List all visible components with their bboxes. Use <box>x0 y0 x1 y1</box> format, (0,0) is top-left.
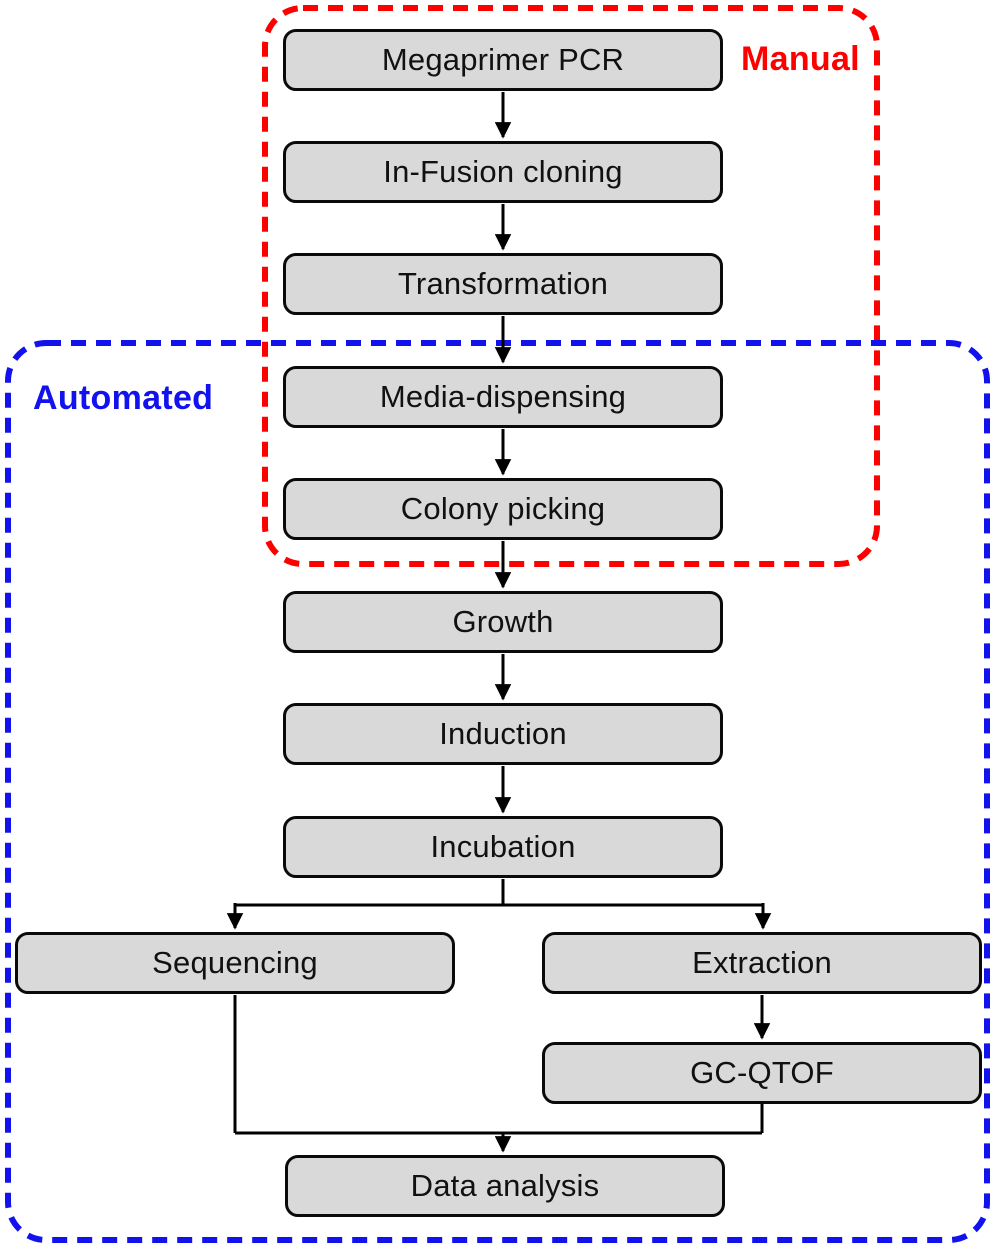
flow-arrows <box>226 92 772 1153</box>
node-label-induction: Induction <box>439 716 567 751</box>
node-sequencing: Sequencing <box>15 932 455 994</box>
node-label-media-dispensing: Media-dispensing <box>379 379 627 414</box>
node-label-data-analysis: Data analysis <box>410 1168 600 1203</box>
node-label-sequencing: Sequencing <box>152 945 318 980</box>
node-label-growth: Growth <box>452 604 554 639</box>
node-label-extraction: Extraction <box>692 945 832 980</box>
node-media-dispensing: Media-dispensing <box>283 366 723 428</box>
edge-incubation-split <box>235 879 763 907</box>
manual-region-label: Manual <box>741 40 860 78</box>
node-label-colony-picking: Colony picking <box>400 491 606 526</box>
node-label-transformation: Transformation <box>397 266 609 301</box>
node-label-in-fusion-cloning: In-Fusion cloning <box>383 154 623 189</box>
node-label-gc-qtof: GC-QTOF <box>690 1055 834 1090</box>
node-label-megaprimer-pcr: Megaprimer PCR <box>381 42 625 77</box>
node-induction: Induction <box>283 703 723 765</box>
node-colony-picking: Colony picking <box>283 478 723 540</box>
automated-region-outline <box>5 340 990 1243</box>
manual-region-outline <box>262 5 880 567</box>
edge-merge-lines <box>233 995 764 1135</box>
node-extraction: Extraction <box>542 932 982 994</box>
node-transformation: Transformation <box>283 253 723 315</box>
node-in-fusion-cloning: In-Fusion cloning <box>283 141 723 203</box>
node-growth: Growth <box>283 591 723 653</box>
node-megaprimer-pcr: Megaprimer PCR <box>283 29 723 91</box>
node-data-analysis: Data analysis <box>285 1155 725 1217</box>
node-incubation: Incubation <box>283 816 723 878</box>
node-label-incubation: Incubation <box>430 829 576 864</box>
automated-region-label: Automated <box>33 379 214 417</box>
node-gc-qtof: GC-QTOF <box>542 1042 982 1104</box>
